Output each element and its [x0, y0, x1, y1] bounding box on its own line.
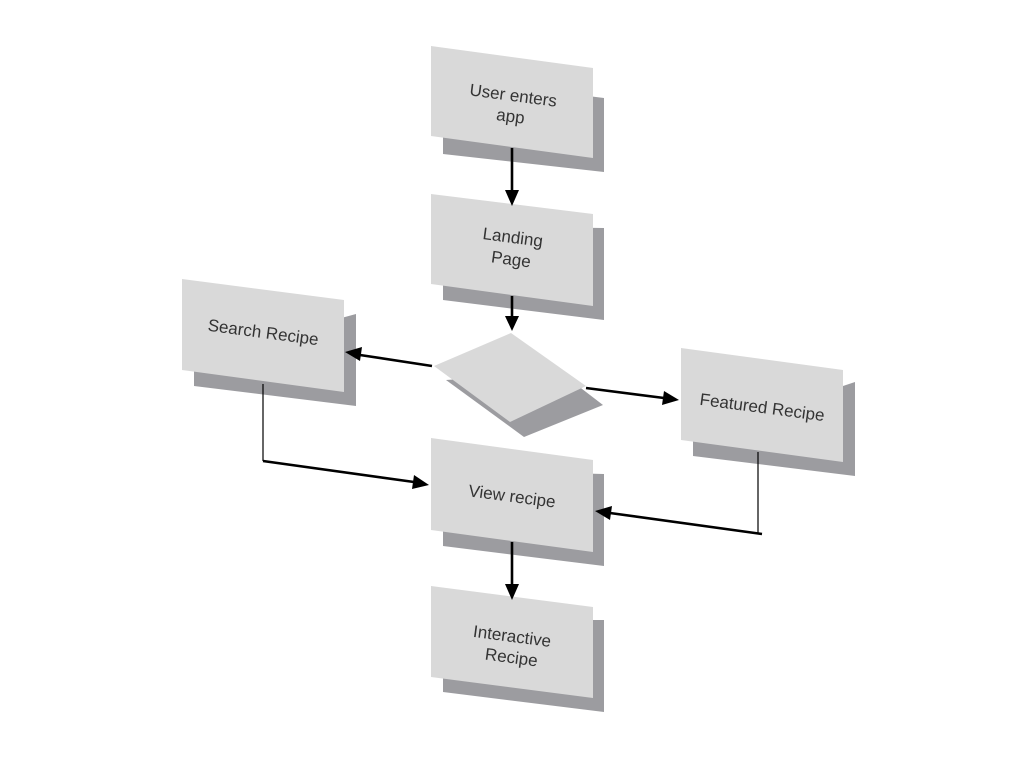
arrowhead — [595, 506, 612, 520]
arrowhead — [505, 190, 519, 206]
node-user-enters-app[interactable]: User enters app — [431, 46, 604, 172]
node-featured-recipe[interactable]: Featured Recipe — [681, 348, 855, 476]
arrowhead — [662, 391, 679, 405]
node-face — [431, 46, 593, 158]
edge-decision-to-search — [345, 347, 433, 368]
node-face — [431, 586, 593, 698]
node-interactive-recipe[interactable]: Interactive Recipe — [431, 586, 604, 712]
arrowhead — [505, 584, 519, 600]
edge-decision-to-featured — [585, 386, 679, 405]
edge-user-to-landing — [505, 148, 519, 206]
node-face — [431, 194, 593, 306]
edge-search-to-view — [262, 384, 429, 489]
arrowhead — [412, 475, 429, 489]
node-face — [182, 279, 344, 392]
node-landing-page[interactable]: Landing Page — [431, 194, 604, 320]
edge-view-to-interactive — [505, 542, 519, 600]
edge-landing-to-decision — [505, 296, 519, 331]
arrowhead — [345, 347, 362, 361]
node-search-recipe[interactable]: Search Recipe — [182, 279, 356, 406]
node-face — [681, 348, 843, 462]
arrowhead — [505, 316, 519, 331]
decision-face — [434, 333, 586, 422]
node-view-recipe[interactable]: View recipe — [431, 438, 604, 566]
node-face — [431, 438, 593, 552]
node-label-line2: app — [495, 105, 526, 128]
edge-featured-to-view — [595, 452, 763, 536]
decision-diamond[interactable] — [434, 333, 603, 437]
